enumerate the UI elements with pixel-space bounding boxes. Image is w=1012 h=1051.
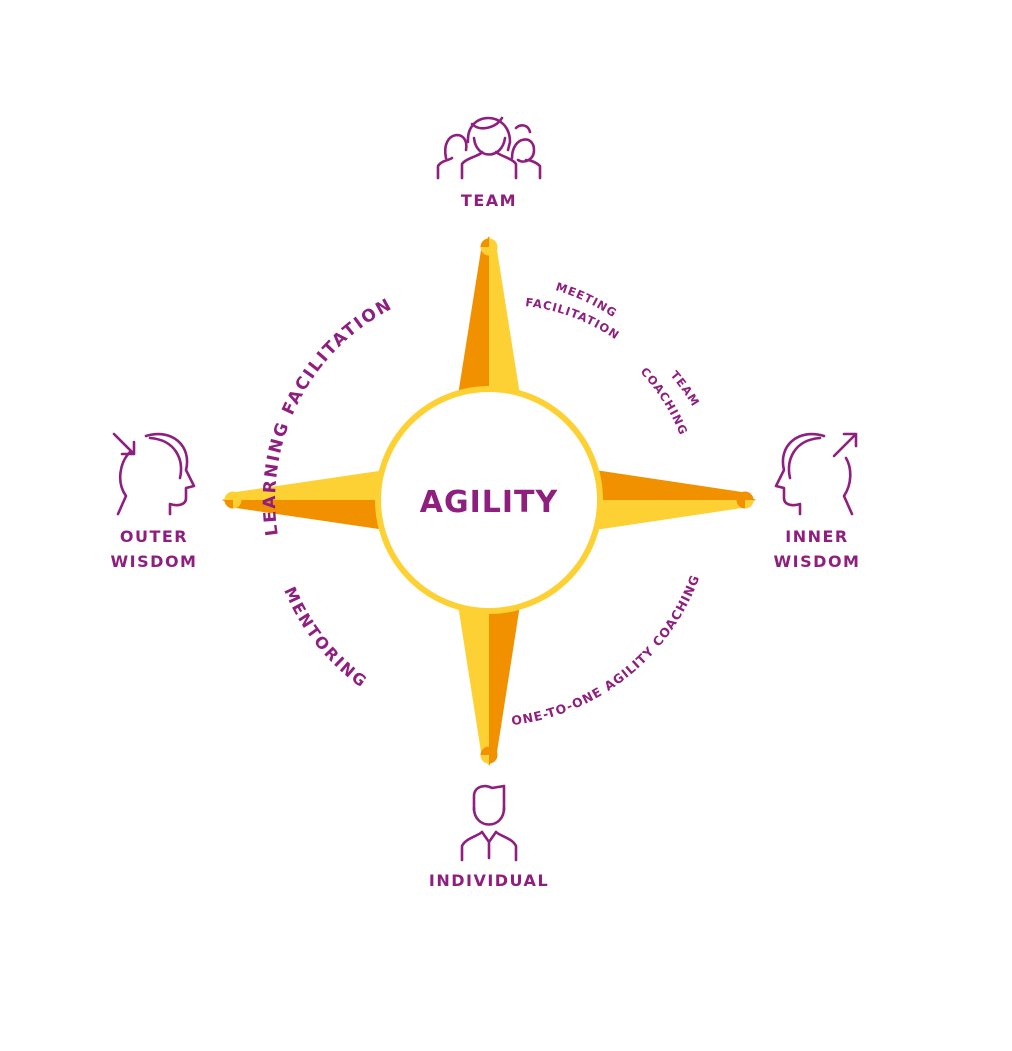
label-individual: INDIVIDUAL	[429, 871, 549, 890]
team-icon	[436, 116, 542, 180]
arm-bottom	[458, 605, 520, 766]
individual-icon	[460, 784, 518, 862]
compass-star	[222, 236, 756, 766]
arm-top	[458, 236, 520, 395]
label-inner: INNER	[785, 527, 848, 546]
label-mentoring: MENTORING	[280, 584, 371, 692]
outer-wisdom-head-icon	[112, 432, 196, 516]
arm-left	[222, 470, 385, 530]
inner-wisdom-head-icon	[774, 432, 858, 516]
center-label: AGILITY	[420, 485, 559, 520]
arm-right	[595, 470, 756, 530]
center-circle	[375, 386, 603, 614]
label-team: TEAM	[461, 191, 517, 210]
label-outer-wisdom: WISDOM	[111, 552, 198, 571]
label-outer: OUTER	[120, 527, 188, 546]
label-inner-wisdom: WISDOM	[774, 552, 861, 571]
